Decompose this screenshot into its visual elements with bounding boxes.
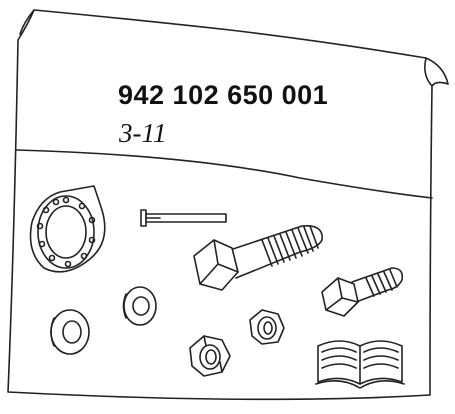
label-divider [16,149,433,199]
hex-nut-small-icon [249,309,285,345]
hex-nut-large-icon [189,335,231,377]
bag-top-fold [19,9,449,87]
flat-washer-small-icon [122,286,157,326]
instruction-booklet-icon [315,340,405,389]
short-hex-bolt-icon [321,267,404,317]
rivet-icon [140,209,227,227]
part-number: 942 102 650 001 [118,80,329,110]
perforated-flange-plate-icon [29,185,106,273]
revision-label: 3-11 [119,118,167,148]
flat-washer-large-icon [50,309,90,355]
long-hex-bolt-icon [193,224,323,291]
